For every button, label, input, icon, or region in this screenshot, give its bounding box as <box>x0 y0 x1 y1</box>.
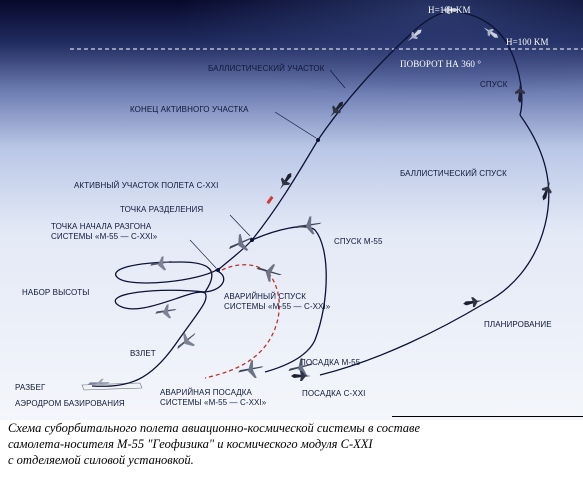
aircraft-m55-landing-icon <box>288 358 314 376</box>
ballistic-descent-path <box>484 114 550 304</box>
label-active-flight: АКТИВНЫЙ УЧАСТОК ПОЛЕТА С-XXI <box>74 181 219 190</box>
label-landing-m55: ПОСАДКА М-55 <box>300 358 361 367</box>
label-h100: H=100 KM <box>506 37 549 47</box>
aircraft-separation-icon <box>229 233 253 251</box>
aircraft-climb-lower-icon <box>155 304 177 319</box>
module-ballistic-descent-icon <box>541 181 552 201</box>
label-rotation: ПОВОРОТ НА 360 ° <box>400 59 482 69</box>
label-ballistic-section: БАЛЛИСТИЧЕСКИЙ УЧАСТОК <box>208 64 325 73</box>
end-active-dot <box>316 138 320 142</box>
label-emergency-descent: АВАРИЙНЫЙ СПУСК СИСТЕМЫ «М-55 — С-XXI» <box>224 292 331 311</box>
caption-rule <box>392 416 583 417</box>
module-descent-icon <box>515 83 525 103</box>
label-separation-point: ТОЧКА РАЗДЕЛЕНИЯ <box>120 205 204 214</box>
emergency-descent-path <box>204 264 280 379</box>
gliding-path <box>319 302 486 376</box>
caption: Схема суборбитального полета авиационно-… <box>8 421 420 467</box>
label-landing-c21: ПОСАДКА С-XXI <box>302 389 366 398</box>
label-descent: СПУСК <box>480 80 508 89</box>
module-ballistic-icon <box>330 101 344 117</box>
accel-start-dot <box>216 268 220 272</box>
module-landing-icon <box>291 371 311 381</box>
module-apex-left-icon <box>407 29 422 42</box>
leader-accel <box>189 239 217 269</box>
label-ballistic-descent: БАЛЛИСТИЧЕСКИЙ СПУСК <box>400 169 507 178</box>
leader-separation <box>229 214 251 237</box>
flight-diagram <box>0 0 583 420</box>
booster-icon <box>266 195 274 205</box>
separation-point-dot <box>250 238 254 242</box>
aircraft-takeoff-icon <box>177 332 196 350</box>
leader-end-active <box>274 111 317 139</box>
m55-descent-path <box>251 226 327 373</box>
leader-ballistic-section <box>329 69 346 89</box>
module-gliding-icon <box>463 297 483 308</box>
label-takeoff-run: РАЗБЕГ <box>15 383 46 392</box>
label-end-active: КОНЕЦ АКТИВНОГО УЧАСТКА <box>130 105 249 114</box>
label-descent-m55: СПУСК М-55 <box>334 237 383 246</box>
label-airfield: АЭРОДРОМ БАЗИРОВАНИЯ <box>15 399 125 408</box>
label-accel-start: ТОЧКА НАЧАЛА РАЗГОНА СИСТЕМЫ «М-55 — С-X… <box>51 222 158 241</box>
aircraft-emergency-icon <box>256 264 282 282</box>
label-climb: НАБОР ВЫСОТЫ <box>22 288 90 297</box>
acceleration-path <box>217 239 253 271</box>
module-apex-right-icon <box>483 27 499 38</box>
label-gliding: ПЛАНИРОВАНИЕ <box>484 320 552 329</box>
runway <box>81 382 143 391</box>
sky-glow <box>0 0 583 200</box>
label-takeoff: ВЗЛЕТ <box>130 349 156 358</box>
label-h101: H=101 KM <box>428 5 471 15</box>
label-emergency-landing: АВАРИЙНАЯ ПОСАДКА СИСТЕМЫ «М-55 — С-XXI» <box>160 388 267 407</box>
aircraft-runway-icon <box>88 378 110 385</box>
active-flight-path <box>251 11 446 241</box>
aircraft-m55-upper-icon <box>296 216 322 235</box>
module-apex-top-icon <box>440 6 458 14</box>
aircraft-climb-upper-icon <box>150 256 172 271</box>
climb-path <box>91 261 221 387</box>
module-active-icon <box>279 172 292 190</box>
aircraft-emergency-landing-icon <box>238 360 264 379</box>
